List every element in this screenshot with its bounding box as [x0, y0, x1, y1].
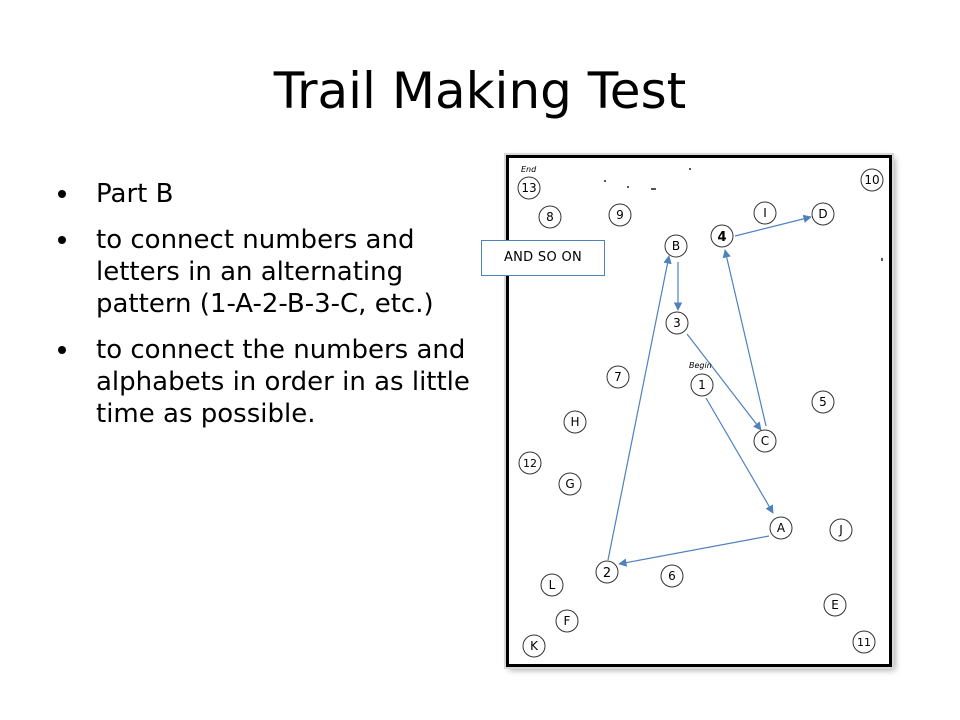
- svg-text:8: 8: [546, 210, 554, 224]
- circle-node: I: [753, 201, 777, 225]
- circle-node: L: [540, 573, 564, 597]
- svg-text:5: 5: [819, 395, 827, 409]
- svg-text:10: 10: [864, 173, 879, 187]
- circle-node: 5: [811, 390, 835, 414]
- circle-node: 7: [606, 365, 630, 389]
- circle-node: F: [555, 609, 579, 633]
- bullet-text: to connect numbers and letters in an alt…: [96, 225, 434, 319]
- circle-node: 11: [852, 630, 876, 654]
- arrow-c-to-4: [722, 249, 767, 427]
- svg-text:4: 4: [717, 230, 726, 245]
- circle-node: 6: [660, 564, 684, 588]
- circle-node: B: [664, 234, 688, 258]
- bullet-dot-icon: [58, 236, 66, 244]
- trail-making-worksheet: End Begin 13 10 8 9 I D B 4 3 7 1 5 H C …: [506, 155, 892, 667]
- begin-label: Begin: [689, 361, 712, 370]
- and-so-on-callout: AND SO ON: [481, 240, 605, 276]
- svg-text:9: 9: [616, 208, 624, 222]
- trail-arrows: [607, 214, 812, 567]
- circle-node: C: [753, 429, 777, 453]
- svg-text:7: 7: [614, 370, 622, 384]
- circle-node: 9: [608, 203, 632, 227]
- svg-text:K: K: [530, 639, 539, 653]
- arrow-a-to-2: [618, 535, 770, 567]
- bullet-dot-icon: [58, 346, 66, 354]
- worksheet-diagram: End Begin 13 10 8 9 I D B 4 3 7 1 5 H C …: [517, 165, 884, 658]
- svg-text:3: 3: [673, 316, 681, 330]
- svg-text:G: G: [565, 477, 574, 491]
- circle-node: 4: [710, 224, 734, 248]
- circle-node: 8: [538, 205, 562, 229]
- bullet-text: to connect the numbers and alphabets in …: [96, 335, 470, 429]
- paper-speckles: [604, 168, 883, 261]
- svg-text:1: 1: [698, 378, 706, 392]
- circle-node: 1: [690, 373, 714, 397]
- svg-text:C: C: [761, 434, 769, 448]
- bullet-text: Part B: [96, 179, 174, 209]
- bullet-item: Part B: [58, 178, 498, 210]
- arrow-4-to-d: [734, 214, 812, 237]
- circle-node: 12: [518, 451, 542, 475]
- svg-text:B: B: [672, 239, 680, 253]
- circle-node: 10: [860, 168, 884, 192]
- svg-text:L: L: [549, 578, 556, 592]
- svg-text:F: F: [564, 614, 571, 628]
- circle-node: D: [811, 202, 835, 226]
- svg-text:J: J: [838, 523, 843, 537]
- svg-text:2: 2: [603, 566, 611, 581]
- svg-text:E: E: [831, 598, 839, 612]
- svg-text:I: I: [763, 206, 767, 220]
- arrow-2-to-b: [607, 255, 672, 561]
- circle-node: K: [522, 634, 546, 658]
- circle-node: G: [558, 472, 582, 496]
- bullet-item: to connect the numbers and alphabets in …: [58, 334, 498, 430]
- circle-node: A: [769, 516, 793, 540]
- trail-circles: 13 10 8 9 I D B 4 3 7 1 5 H C 12 G A J L…: [517, 168, 884, 658]
- circle-node: 3: [665, 311, 689, 335]
- slide-title: Trail Making Test: [273, 62, 687, 120]
- arrow-3-to-c: [686, 333, 762, 431]
- circle-node: 2: [595, 560, 619, 584]
- bullet-dot-icon: [58, 190, 66, 198]
- arrow-1-to-a: [705, 397, 774, 514]
- svg-text:A: A: [777, 521, 786, 535]
- svg-text:D: D: [818, 207, 827, 221]
- circle-node: J: [829, 518, 853, 542]
- circle-node: H: [563, 410, 587, 434]
- bullet-item: to connect numbers and letters in an alt…: [58, 224, 498, 320]
- svg-text:13: 13: [521, 181, 536, 195]
- svg-text:11: 11: [857, 636, 871, 649]
- end-label: End: [521, 165, 537, 174]
- circle-node: 13: [517, 176, 541, 200]
- bullet-list: Part B to connect numbers and letters in…: [58, 178, 498, 444]
- svg-text:H: H: [570, 415, 579, 429]
- svg-text:6: 6: [668, 569, 676, 583]
- svg-text:12: 12: [523, 457, 537, 470]
- circle-node: E: [823, 593, 847, 617]
